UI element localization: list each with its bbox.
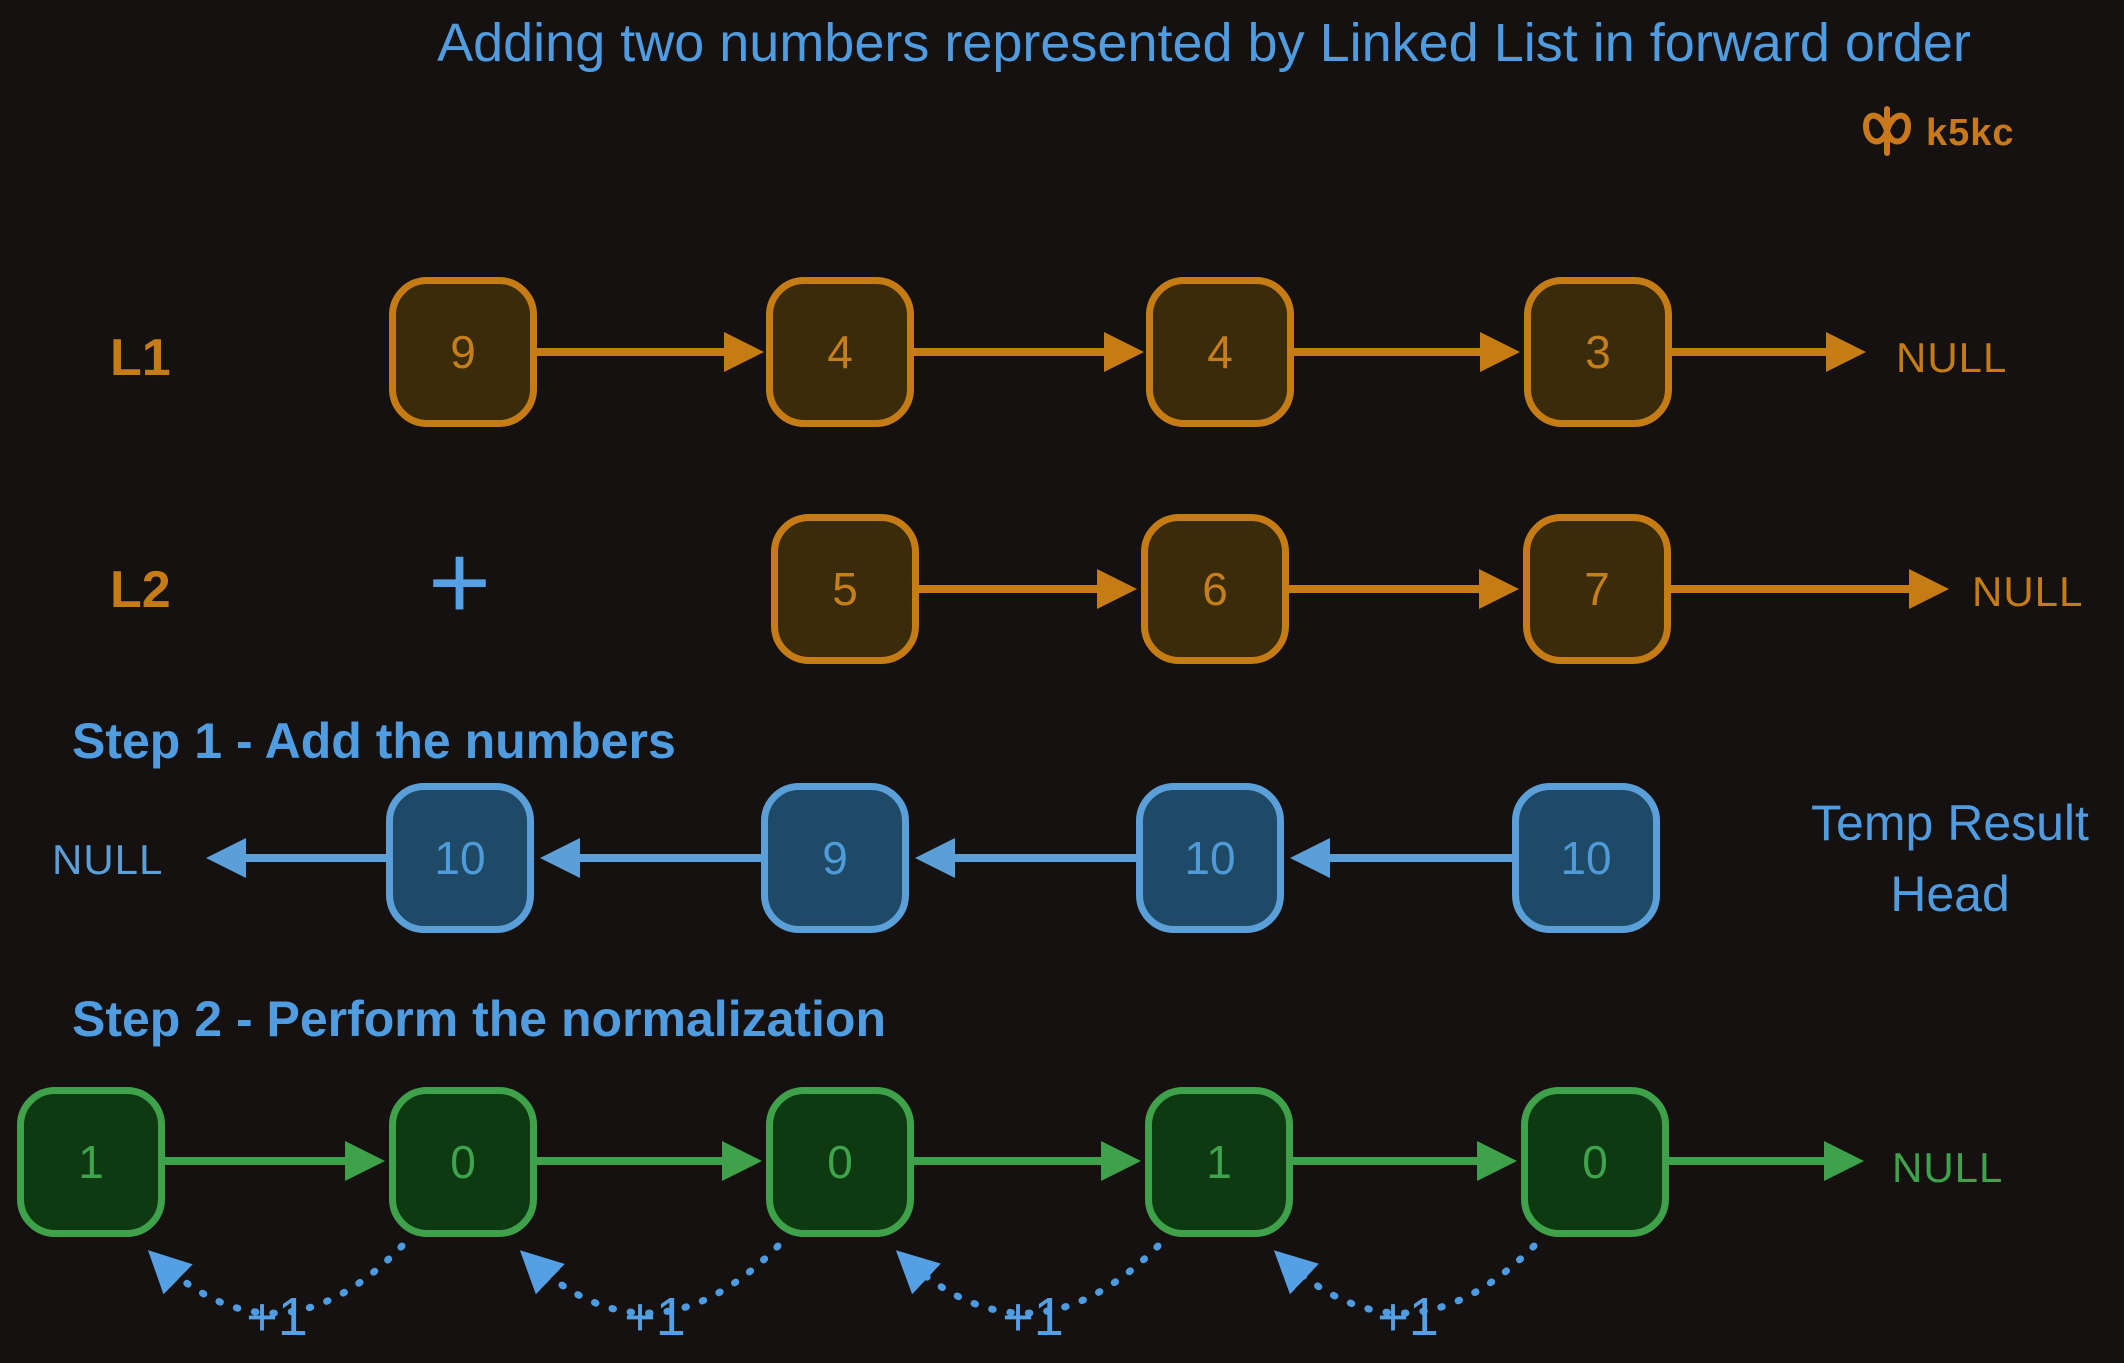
plus-operator: + — [428, 521, 492, 642]
carry-label: +1 — [246, 1287, 308, 1347]
step2-null-label: NULL — [1892, 1144, 2004, 1191]
temp-node-value: 10 — [434, 832, 486, 884]
step1-null-label: NULL — [52, 836, 164, 883]
butterfly-icon — [1858, 106, 1916, 161]
l1-node-value: 4 — [827, 326, 853, 378]
l1-node-value: 3 — [1585, 326, 1611, 378]
l1-node: 4 — [1146, 277, 1294, 427]
l1-node-value: 4 — [1207, 326, 1233, 378]
result-node-value: 0 — [1582, 1136, 1608, 1188]
l1-node: 9 — [389, 277, 537, 427]
temp-node: 10 — [1136, 783, 1284, 933]
carry-label: +1 — [624, 1287, 686, 1347]
temp-node: 9 — [761, 783, 909, 933]
brand-name: k5kc — [1926, 112, 2015, 154]
step2-heading: Step 2 - Perform the normalization — [72, 991, 887, 1047]
carry-arrows — [147, 1242, 1538, 1317]
step1-heading: Step 1 - Add the numbers — [72, 713, 676, 769]
result-node: 1 — [17, 1087, 165, 1237]
result-node-value: 1 — [1206, 1136, 1232, 1188]
temp-result-note: Temp Result Head — [1811, 795, 2089, 922]
l1-node: 3 — [1524, 277, 1672, 427]
result-node-value: 0 — [827, 1136, 853, 1188]
carry-label: +1 — [1002, 1287, 1064, 1347]
temp-node: 10 — [1512, 783, 1660, 933]
result-node-value: 0 — [450, 1136, 476, 1188]
result-node: 0 — [1521, 1087, 1669, 1237]
l1-label: L1 — [110, 329, 171, 387]
l2-node: 5 — [771, 514, 919, 664]
page-title: Adding two numbers represented by Linked… — [437, 13, 1971, 73]
l1-null-label: NULL — [1896, 334, 2008, 381]
result-node-value: 1 — [78, 1136, 104, 1188]
carry-label: +1 — [1377, 1287, 1439, 1347]
l1-node: 4 — [766, 277, 914, 427]
l2-node-value: 5 — [832, 563, 858, 615]
temp-node-value: 9 — [822, 832, 848, 884]
l2-node-value: 7 — [1584, 563, 1610, 615]
l2-null-label: NULL — [1972, 568, 2084, 615]
l2-label: L2 — [110, 561, 171, 619]
l2-node-value: 6 — [1202, 563, 1228, 615]
l1-node-value: 9 — [450, 326, 476, 378]
brand-logo: k5kc — [1858, 106, 2015, 161]
temp-node-value: 10 — [1184, 832, 1236, 884]
l2-node: 7 — [1523, 514, 1671, 664]
result-node: 0 — [766, 1087, 914, 1237]
result-node: 0 — [389, 1087, 537, 1237]
temp-node-value: 10 — [1560, 832, 1612, 884]
temp-node: 10 — [386, 783, 534, 933]
l2-node: 6 — [1141, 514, 1289, 664]
result-node: 1 — [1145, 1087, 1293, 1237]
